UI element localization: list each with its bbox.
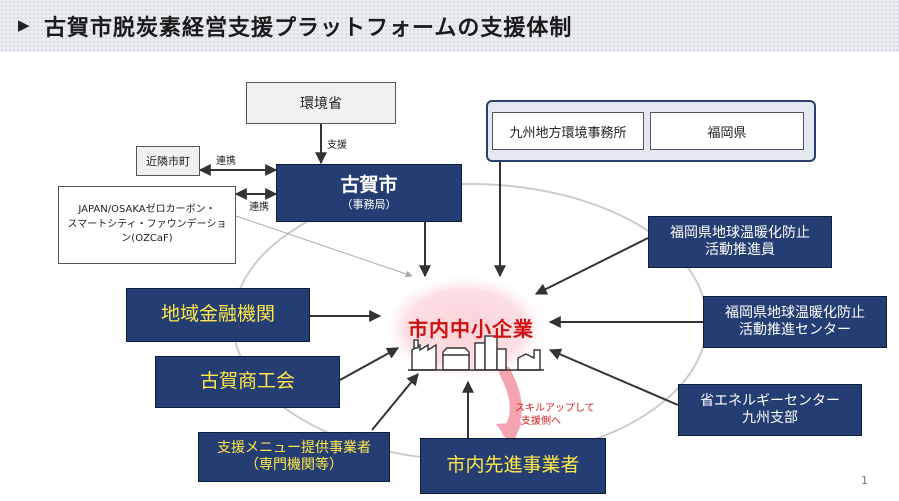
label-partnership-1: 連携 — [216, 156, 236, 167]
triangle-bullet-icon: ▶ — [18, 16, 30, 34]
node-koga-city: 古賀市 （事務局） — [276, 164, 462, 222]
label-support: 支援 — [327, 140, 347, 151]
providers-line-1: 支援メニュー提供事業者 — [217, 439, 371, 456]
koga-city-secretariat: （事務局） — [341, 198, 397, 211]
label-partnership-2: 連携 — [249, 202, 269, 213]
node-energy-conservation-center: 省エネルギーセンター 九州支部 — [678, 384, 862, 436]
ozcaf-line-1: JAPAN/OSAKAゼロカーボン・ — [78, 204, 216, 216]
node-local-smes: 市内中小企業 — [408, 317, 534, 341]
page-number: 1 — [861, 474, 868, 487]
node-fukuoka-prefecture: 福岡県 — [650, 112, 804, 150]
label-skillup: スキルアップして 支援側へ — [515, 403, 595, 428]
promoters-line-2: 活動推進員 — [705, 242, 775, 258]
center-line-1: 福岡県地球温暖化防止 — [725, 304, 865, 321]
ozcaf-line-3: ン(OZCaF) — [121, 233, 173, 245]
page-title: 古賀市脱炭素経営支援プラットフォームの支援体制 — [44, 16, 573, 41]
node-ministry-of-environment: 環境省 — [246, 82, 396, 124]
energy-center-line-2: 九州支部 — [742, 410, 798, 426]
node-regional-financial-institutions: 地域金融機関 — [126, 288, 310, 342]
industry-buildings-icon — [408, 335, 544, 371]
node-kyushu-environment-office: 九州地方環境事務所 — [492, 112, 644, 150]
promoters-line-1: 福岡県地球温暖化防止 — [670, 224, 810, 241]
node-neighboring-towns: 近隣市町 — [136, 146, 200, 176]
skillup-line-2: 支援側へ — [521, 415, 561, 427]
energy-center-line-1: 省エネルギーセンター — [700, 392, 840, 409]
title-banner — [0, 0, 899, 52]
koga-city-label: 古賀市 — [340, 174, 398, 197]
center-line-2: 活動推進センター — [739, 322, 851, 338]
node-advanced-local-businesses: 市内先進事業者 — [420, 438, 606, 494]
node-warming-prevention-center: 福岡県地球温暖化防止 活動推進センター — [703, 296, 887, 348]
node-warming-prevention-promoters: 福岡県地球温暖化防止 活動推進員 — [648, 216, 832, 268]
providers-line-2: （専門機関等） — [245, 457, 343, 473]
node-koga-chamber-of-commerce: 古賀商工会 — [155, 356, 340, 408]
node-support-menu-providers: 支援メニュー提供事業者 （専門機関等） — [198, 432, 390, 482]
node-ozcaf: JAPAN/OSAKAゼロカーボン・ スマートシティ・ファウンデーショ ン(OZ… — [58, 186, 236, 264]
skillup-line-1: スキルアップして — [515, 403, 595, 414]
ozcaf-line-2: スマートシティ・ファウンデーショ — [67, 218, 227, 230]
